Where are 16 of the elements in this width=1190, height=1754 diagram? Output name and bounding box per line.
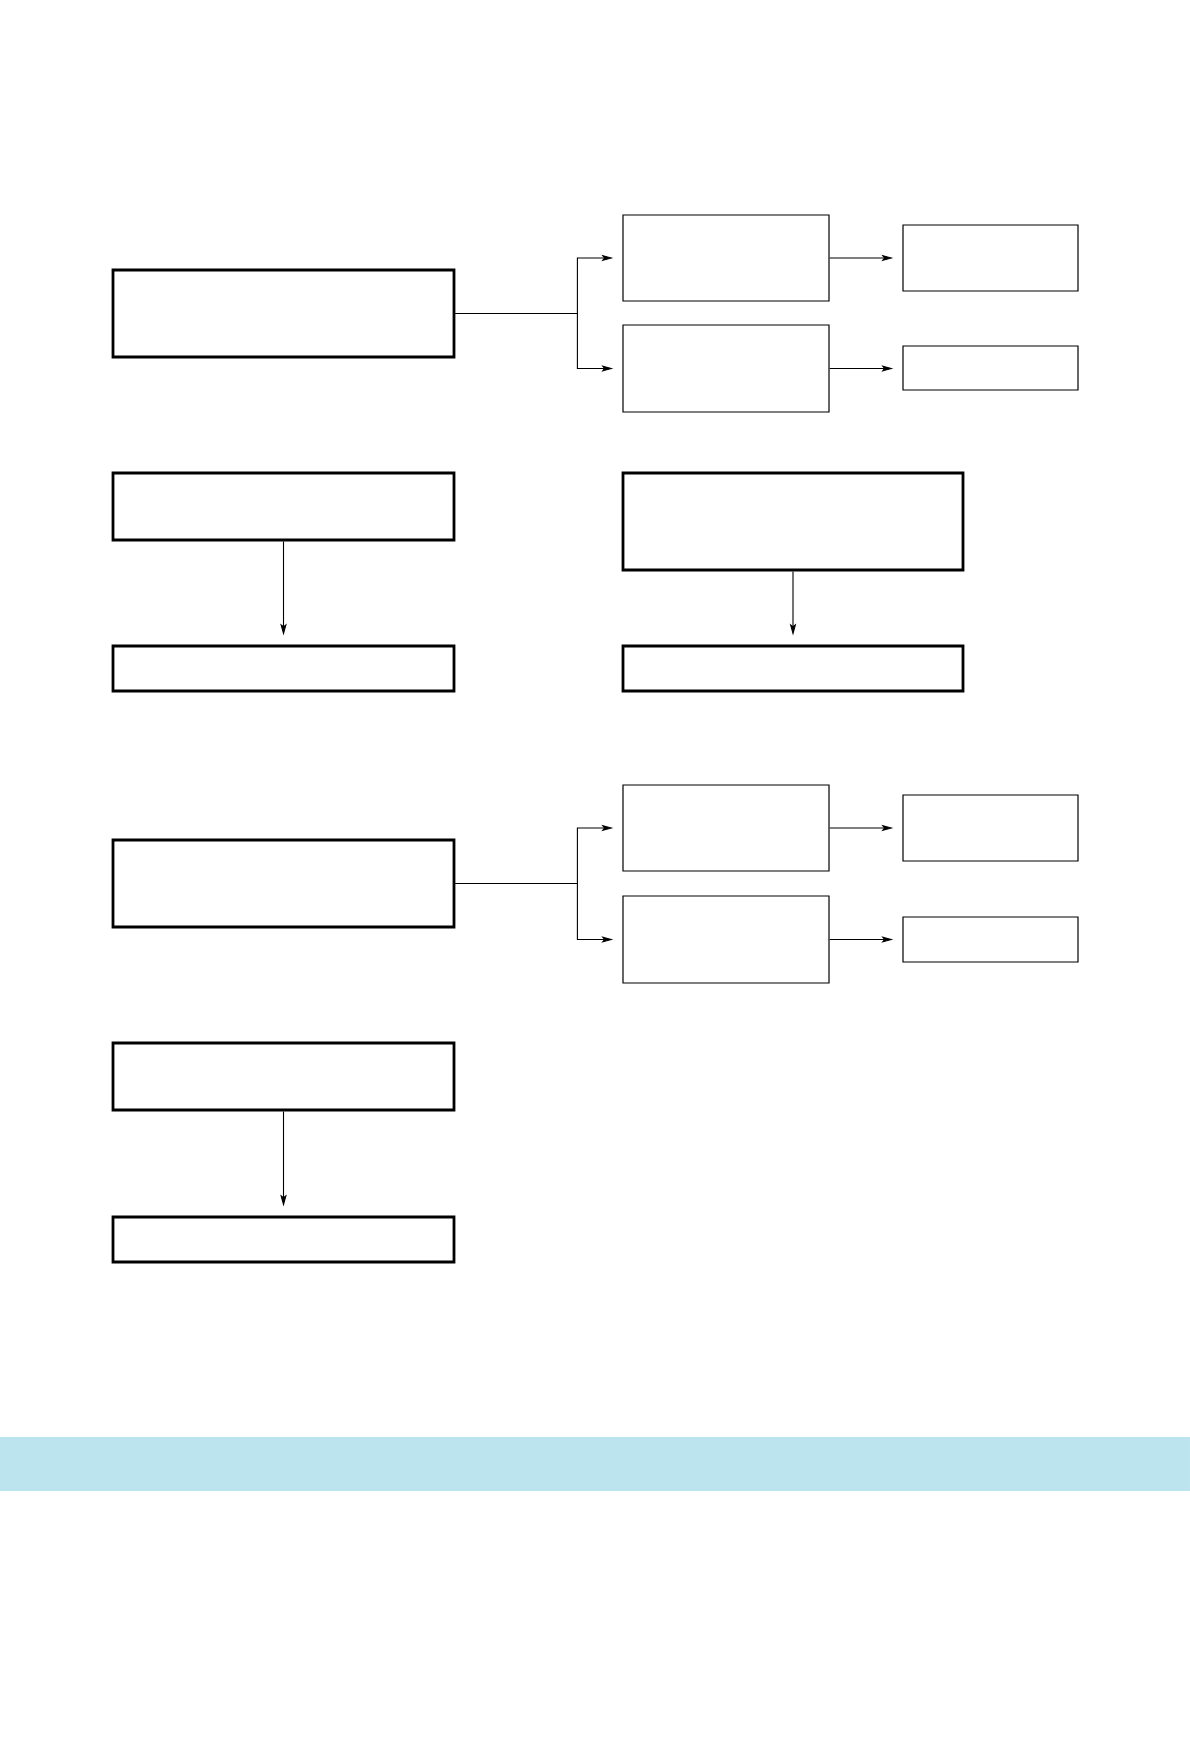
empty-box	[111, 1041, 456, 1112]
empty-box	[111, 471, 456, 542]
empty-box	[621, 644, 965, 693]
empty-box	[622, 324, 830, 413]
empty-box	[622, 784, 830, 872]
empty-box	[902, 916, 1079, 963]
empty-box	[111, 1215, 456, 1264]
empty-box	[902, 224, 1079, 292]
empty-box	[622, 214, 830, 302]
empty-box	[622, 895, 830, 984]
empty-box	[111, 644, 456, 693]
empty-box	[111, 838, 456, 929]
empty-box	[902, 345, 1079, 391]
empty-box	[111, 268, 456, 359]
empty-box	[621, 471, 965, 572]
empty-box	[902, 794, 1079, 862]
